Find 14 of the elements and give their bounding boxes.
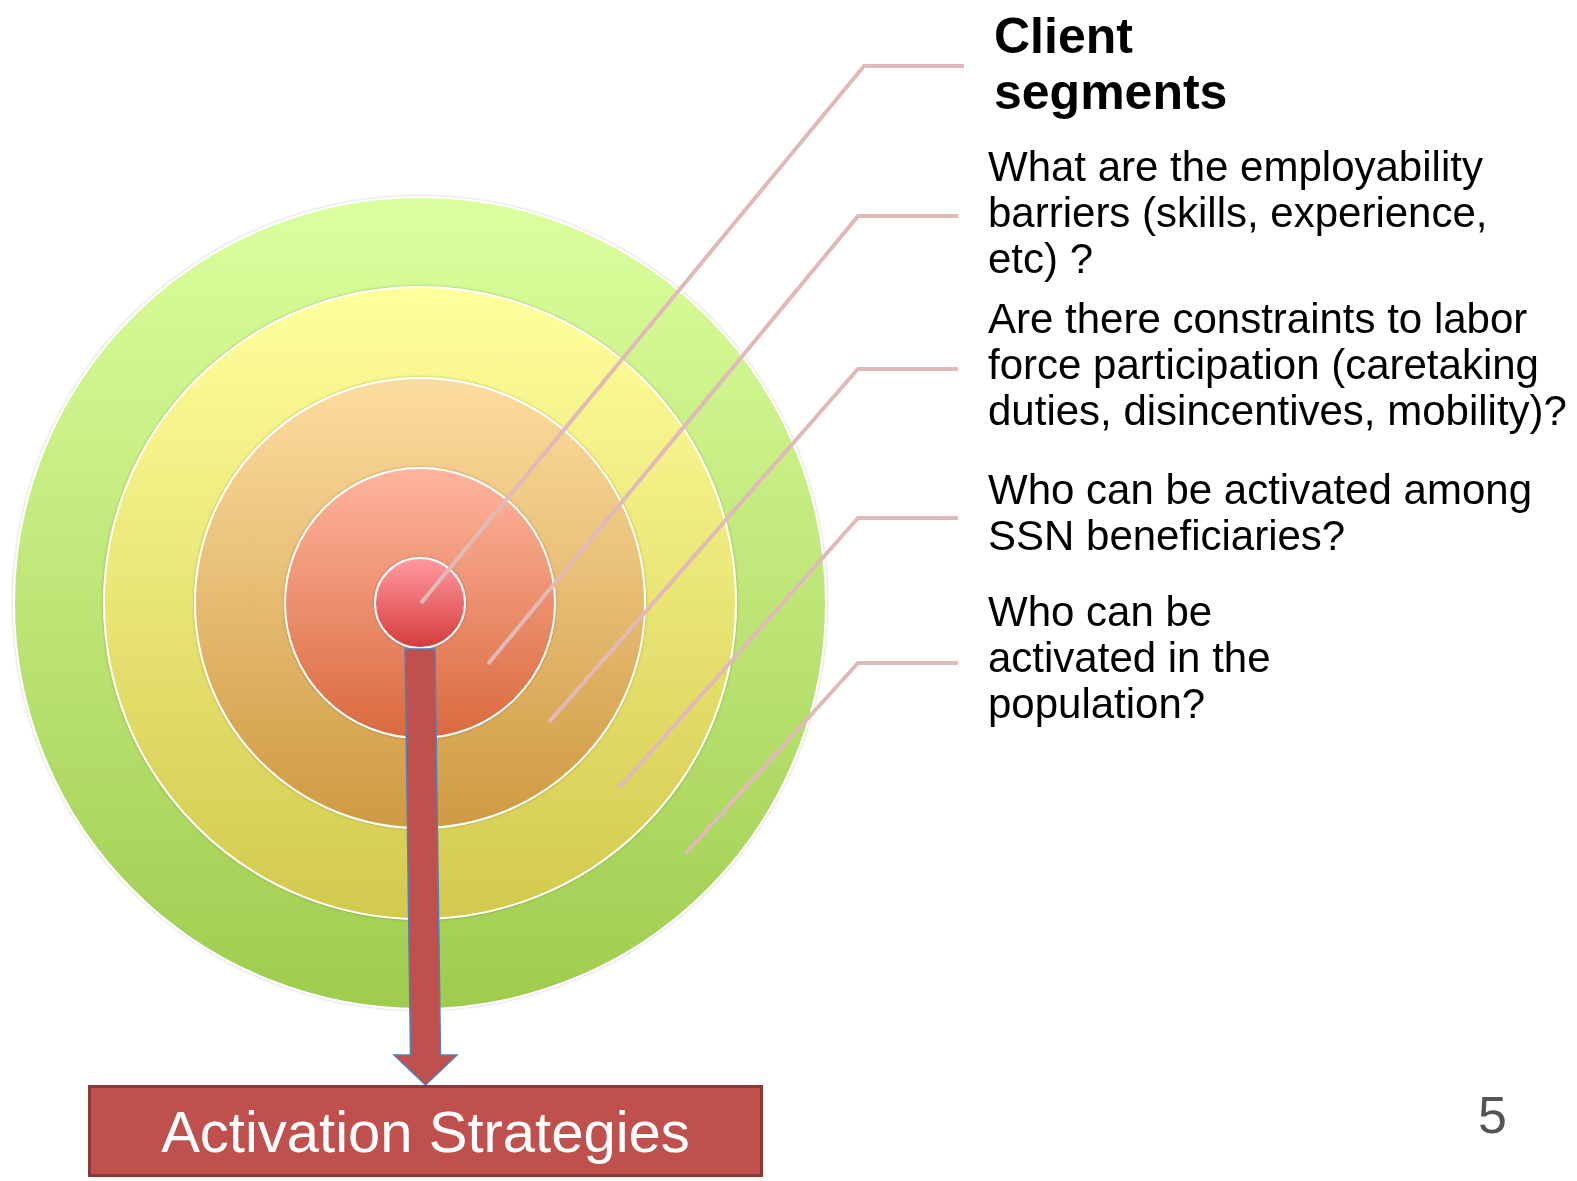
leader-line [547, 367, 958, 724]
target-ring [374, 557, 466, 649]
question-text: What are the employability barriers (skills, experience, etc) ? [988, 144, 1508, 282]
leader-line [486, 214, 958, 666]
leader-line [684, 661, 958, 855]
arrow [392, 648, 459, 1087]
question-text: Who can be activated in the population? [988, 589, 1298, 727]
heading: Client segments [994, 8, 1294, 120]
leader-line [617, 516, 958, 790]
result-box: Activation Strategies [88, 1085, 763, 1177]
page-number: 5 [1478, 1085, 1507, 1145]
leader-line [419, 64, 964, 605]
question-text: Who can be activated among SSN beneficiaries? [988, 467, 1558, 559]
question-text: Are there constraints to labor force participation (caretaking duties, disincentives, mobility)? [988, 296, 1577, 434]
